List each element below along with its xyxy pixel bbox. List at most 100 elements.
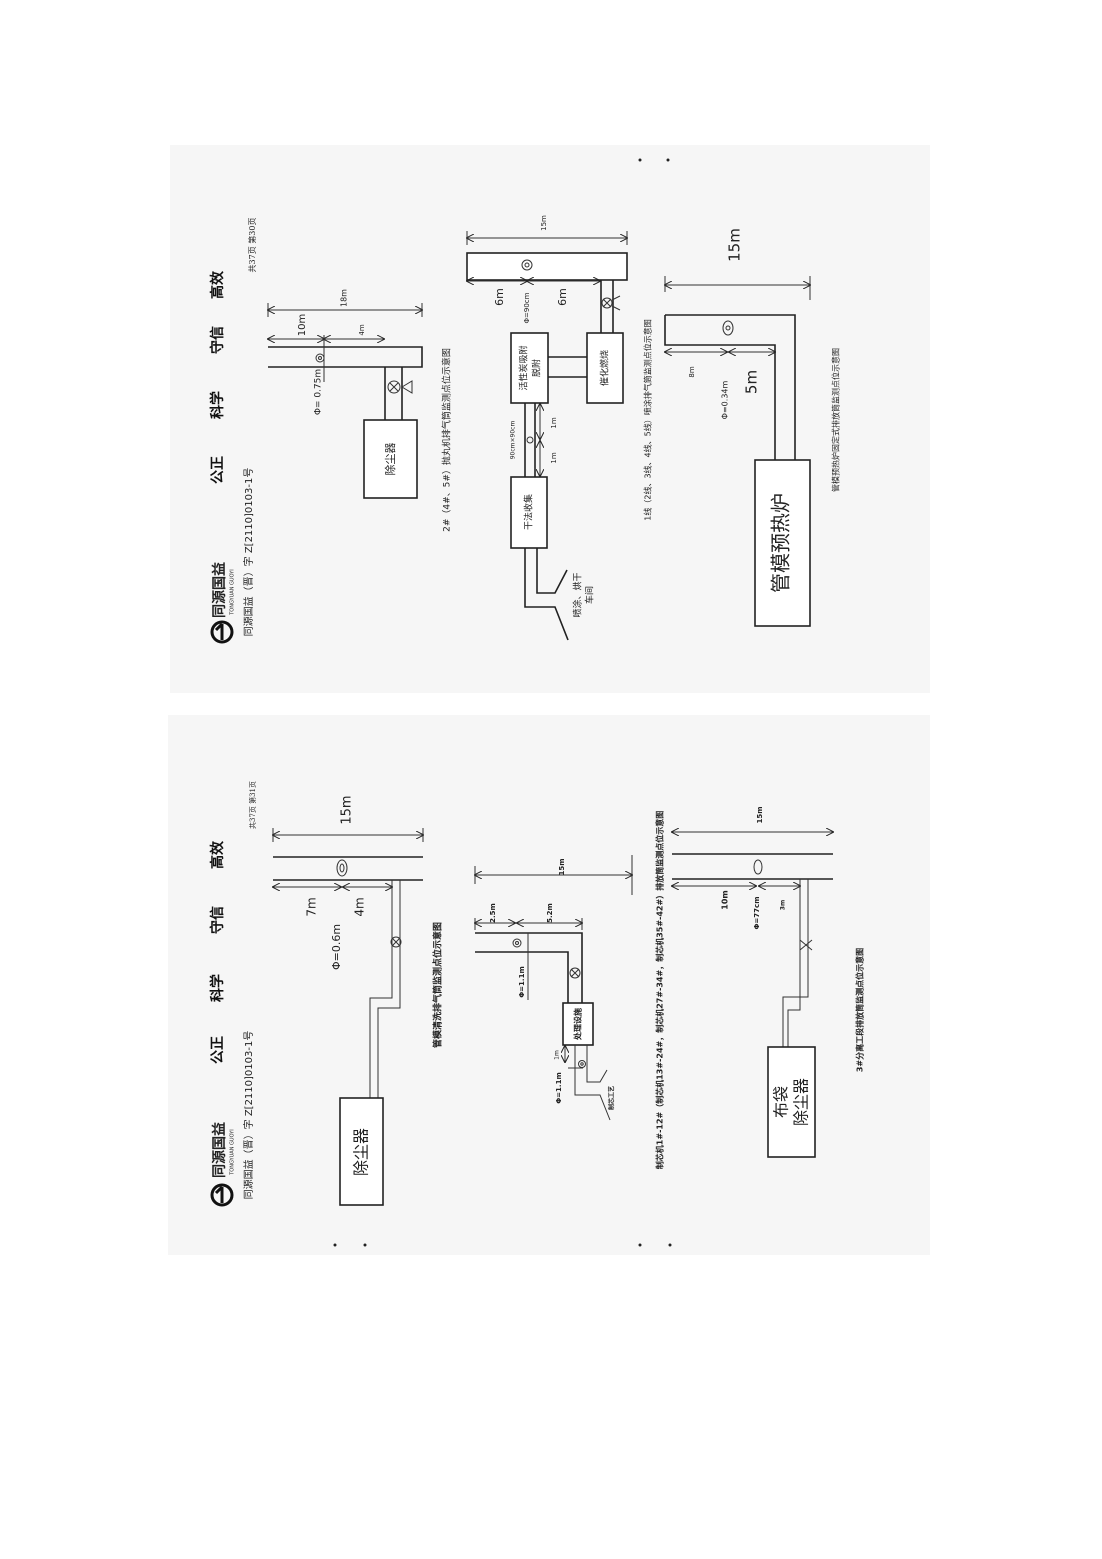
dimension-label: 7m xyxy=(305,897,319,916)
stack xyxy=(475,932,583,1003)
diagram-caption: 管模清洗排气筒监测点位示意图 xyxy=(432,922,444,1048)
diameter-label: Φ= 0.75m xyxy=(314,369,324,415)
sampling-point-icon xyxy=(526,436,534,444)
page-number: 共37页 第31页 xyxy=(248,781,257,829)
motto-efficiency: 高效 xyxy=(209,270,226,299)
source-label: 喷涂、烘干 xyxy=(572,572,584,617)
catalytic-combustion-box xyxy=(586,332,624,404)
logo-icon xyxy=(210,620,234,644)
source-label: 制芯工艺 xyxy=(608,1086,616,1110)
equipment-label: 除尘器 xyxy=(383,443,397,476)
page-number: 共37页 第30页 xyxy=(247,218,257,273)
equipment-box xyxy=(339,1097,384,1206)
document-code: 同源国益（晋）字 Z[2110]0103-1号 xyxy=(242,1031,255,1200)
dimension-label: 8m xyxy=(688,366,696,377)
header: 同源国益 TONGYUAN GUOYI 同源国益（晋）字 Z[2110]0103… xyxy=(209,781,257,1207)
diagram-shot-blasting-stack: 除尘器 18m 10m 4m Φ= 0.75m 2#（4#、5#）抛丸机排气筒监… xyxy=(268,289,453,532)
diameter-label: Φ=77cm xyxy=(753,896,761,929)
catalytic-label: 催化燃烧 xyxy=(599,350,611,386)
equipment-label: 布袋 xyxy=(772,1086,791,1118)
duct xyxy=(384,367,403,420)
diameter-label: Φ=0.34m xyxy=(721,380,730,419)
diameter-label: Φ=1.1m xyxy=(518,966,526,998)
dimension-label: 3m xyxy=(780,900,787,910)
sampling-point-icon xyxy=(753,859,763,875)
motto-trust: 守信 xyxy=(209,906,226,934)
diameter-label: Φ=0.6m xyxy=(330,924,343,970)
diagram-caption: 管模预热炉固定式排放筒监测点位示意图 xyxy=(831,348,841,492)
stack xyxy=(273,856,423,881)
diameter-label: Φ=90cm xyxy=(523,292,531,323)
dimension-label: 1m xyxy=(550,452,558,463)
dry-collection-label: 干法收集 xyxy=(523,494,535,530)
page-background xyxy=(168,715,930,1255)
stack xyxy=(664,314,796,460)
equipment-box xyxy=(363,419,418,499)
dimension-label: 5.2m xyxy=(546,903,554,923)
logo-subtext: TONGYUAN GUOYI xyxy=(230,569,236,616)
dimension-label: 4m xyxy=(358,324,366,335)
diagram-separation-section-stack: 15m 10m Φ=77cm 3m 布袋 除尘器 3#分离工段排放筒监测点位示意… xyxy=(672,806,865,1158)
sampling-point-icon xyxy=(722,320,734,336)
dry-collection-box xyxy=(510,476,548,549)
dimension-label: 2.5m xyxy=(489,903,497,923)
motto-fair: 公正 xyxy=(210,456,226,484)
logo-icon xyxy=(210,1183,234,1207)
equipment-label: 处理设施 xyxy=(573,1008,583,1041)
dimension-label: 6m xyxy=(493,288,506,306)
valve-icon xyxy=(799,939,813,951)
dimension-label: 15m xyxy=(756,806,764,823)
logo-text: 同源国益 xyxy=(211,562,228,618)
adsorption-box xyxy=(510,332,549,404)
treatment-facility-box xyxy=(562,1002,594,1046)
diagram-caption: 1线（2线、3线、4线、5线）喷涂排气筒监测点位示意图 xyxy=(643,319,653,520)
dimension-label: 6m xyxy=(556,288,569,306)
diagram-caption: 制芯机1#-12#（制芯机13#-24#，制芯机27#-34#，制芯机35#-4… xyxy=(655,811,665,1169)
sampling-point-icon xyxy=(336,859,348,877)
equipment-label: 除尘器 xyxy=(792,1078,811,1126)
dimension-label: 15m xyxy=(540,215,548,231)
duct xyxy=(574,1045,611,1121)
stack xyxy=(466,252,628,281)
diagram-caption: 2#（4#、5#）抛丸机排气筒监测点位示意图 xyxy=(441,348,453,532)
dimension-label: 15m xyxy=(726,228,744,262)
desorption-label: 脱附 xyxy=(531,359,543,377)
motto-efficiency: 高效 xyxy=(209,840,226,869)
page-30: 同源国益 TONGYUAN GUOYI 同源国益（晋）字 Z[2110]0103… xyxy=(170,145,930,693)
valve-icon xyxy=(387,380,413,394)
stack xyxy=(672,853,833,880)
dimension-label: 1m xyxy=(550,417,558,428)
dimension-label: 15m xyxy=(340,795,355,824)
diagram-pipe-mold-cleaning-stack: 15m 7m 4m Φ=0.6m 除尘器 管模清洗排气筒监测点位示意图 xyxy=(273,795,444,1206)
valve-icon xyxy=(390,936,402,948)
duct-size-label: 90cm×90cm xyxy=(510,421,517,460)
adsorption-label: 活性炭吸附 xyxy=(518,345,530,390)
dimension-label: 18m xyxy=(340,289,349,307)
bag-filter-box xyxy=(767,1046,816,1158)
diameter-label: Φ=1.1m xyxy=(555,1072,563,1104)
furnace-label: 管模预热炉 xyxy=(769,493,793,593)
furnace-box xyxy=(754,459,811,627)
page-31: 同源国益 TONGYUAN GUOYI 同源国益（晋）字 Z[2110]0103… xyxy=(168,715,930,1255)
motto-science: 科学 xyxy=(209,391,226,419)
stack xyxy=(268,346,423,368)
dimension-label: 4m xyxy=(353,897,367,916)
motto-fair: 公正 xyxy=(210,1036,226,1064)
dimension-label: 5m xyxy=(743,370,761,394)
document-code: 同源国益（晋）字 Z[2110]0103-1号 xyxy=(242,468,255,637)
diagram-caption: 3#分离工段排放筒监测点位示意图 xyxy=(855,948,865,1072)
diagram-spray-coating-stack: 15m 6m 6m Φ=90cm 活性炭吸附 脱附 催化燃烧 90cm×90cm… xyxy=(466,215,653,641)
sampling-point-icon xyxy=(521,259,533,271)
duct xyxy=(782,879,809,1047)
sampling-point-icon xyxy=(512,938,522,948)
dimension-label: 1m xyxy=(554,1050,561,1060)
source-label: 车间 xyxy=(584,586,596,604)
motto-science: 科学 xyxy=(209,974,226,1002)
valve-icon xyxy=(601,295,621,311)
logo-text: 同源国益 xyxy=(211,1122,228,1178)
valve-icon xyxy=(569,967,581,979)
header: 同源国益 TONGYUAN GUOYI 同源国益（晋）字 Z[2110]0103… xyxy=(209,218,257,644)
equipment-label: 除尘器 xyxy=(352,1128,371,1176)
logo-subtext: TONGYUAN GUOYI xyxy=(230,1129,236,1176)
